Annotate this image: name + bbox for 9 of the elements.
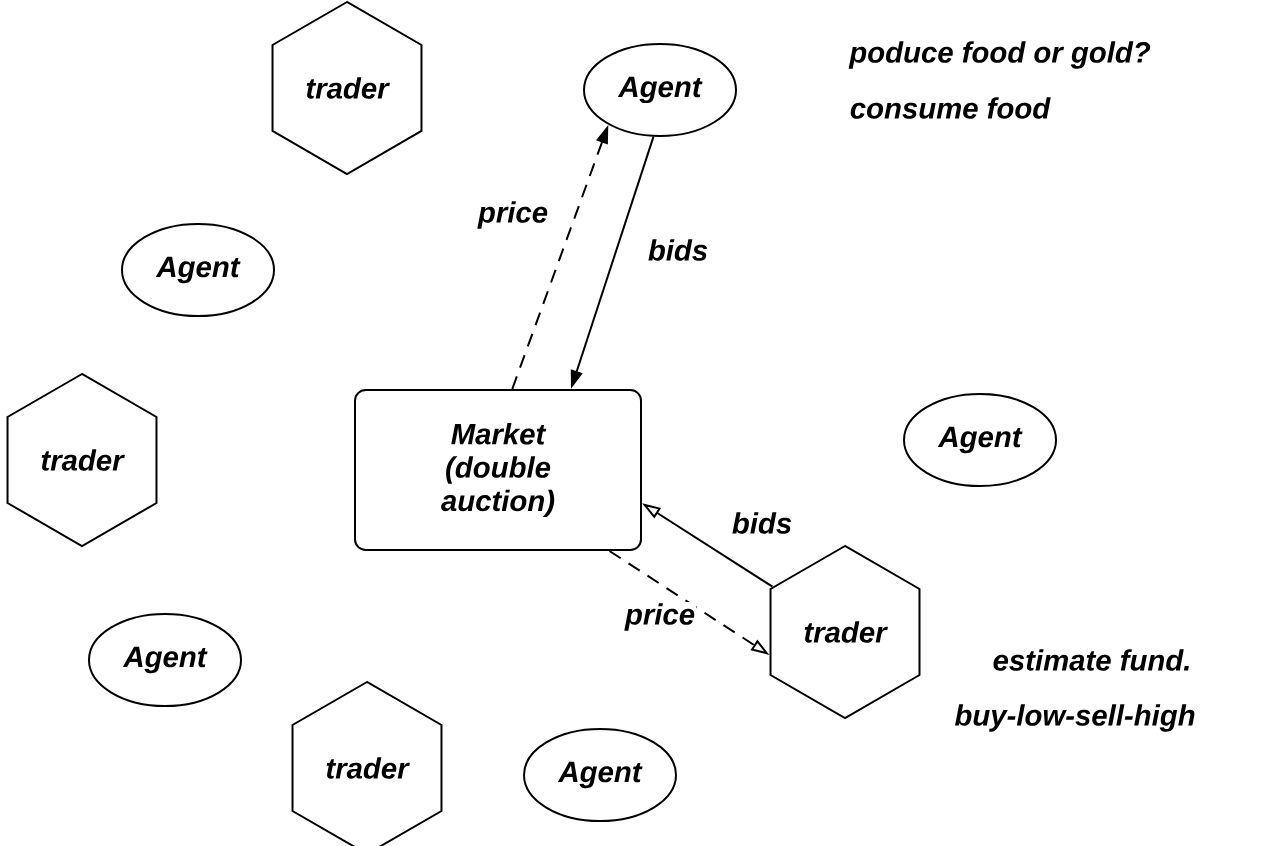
- market-box: Market (double auction): [354, 389, 642, 551]
- edge-label: bids: [646, 237, 710, 263]
- note-text: poduce food or gold?: [848, 41, 1151, 69]
- note-text: consume food: [850, 97, 1051, 119]
- note-text: buy-low-sell-high: [954, 704, 1195, 732]
- note-text: estimate fund.: [993, 649, 1189, 671]
- edge-label: price: [476, 200, 550, 230]
- edge-label: price: [623, 602, 697, 632]
- edge-label: bids: [730, 510, 794, 536]
